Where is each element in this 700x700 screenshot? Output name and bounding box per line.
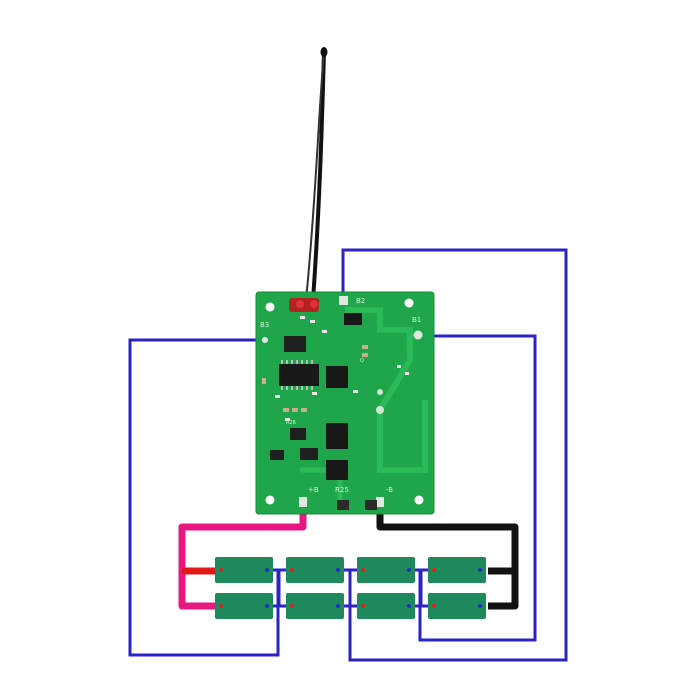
label-bplus: +B: [308, 486, 319, 494]
label-q: Q: [360, 358, 364, 364]
pad-b3: [262, 337, 268, 343]
cell-row-bottom: [215, 593, 486, 619]
battery-cell-icon: [215, 557, 273, 583]
label-b1: B1: [412, 316, 421, 324]
battery-pack: [215, 557, 486, 619]
battery-cell-icon: [357, 593, 415, 619]
balance-wires: [128, 248, 568, 662]
wire-b1: [418, 334, 537, 642]
mosfet-1: [326, 423, 348, 449]
chip-main: [279, 364, 319, 386]
pcb-board: B2 B1 B3 +B -B R25 Q R26: [255, 291, 435, 515]
cell-interconnects: [273, 568, 428, 608]
antenna-wire-icon: [305, 47, 328, 301]
mosfet-2: [326, 460, 348, 480]
battery-cell-icon: [286, 557, 344, 583]
pad-bplus: [299, 497, 307, 507]
label-r25: R25: [335, 486, 349, 494]
battery-cell-icon: [215, 593, 273, 619]
chip-small: [326, 366, 348, 388]
pad-b1: [413, 330, 423, 340]
battery-cell-icon: [357, 557, 415, 583]
wire-b3: [128, 338, 280, 657]
positive-wire: [178, 505, 307, 610]
pad-b2: [339, 296, 348, 305]
label-r26: R26: [286, 420, 296, 426]
pad-bminus: [376, 497, 384, 507]
battery-cell-icon: [428, 557, 486, 583]
cell-row-top: [215, 557, 486, 583]
label-bminus: -B: [386, 486, 393, 494]
label-b2: B2: [356, 297, 365, 305]
label-b3: B3: [260, 321, 269, 329]
negative-wire: [376, 505, 519, 610]
wire-b2: [341, 248, 568, 662]
battery-cell-icon: [286, 593, 344, 619]
battery-cell-icon: [428, 593, 486, 619]
